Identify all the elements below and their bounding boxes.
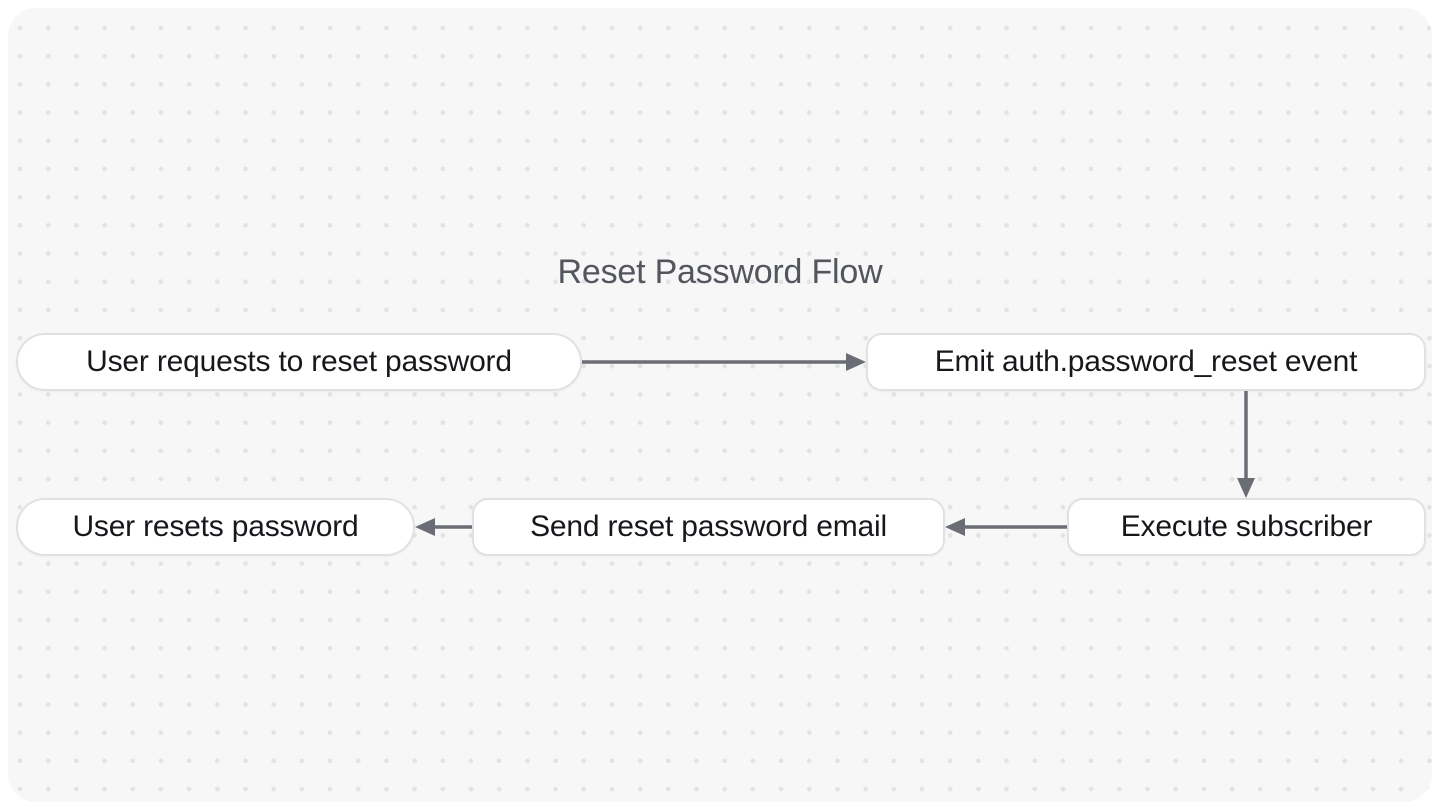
arrowhead-left-icon bbox=[415, 518, 435, 536]
node-send-reset-password-email[interactable]: Send reset password email bbox=[472, 498, 945, 556]
diagram-title: Reset Password Flow bbox=[557, 253, 883, 291]
edge-execute-subscriber-to-send-email bbox=[945, 518, 1067, 536]
edges-layer bbox=[415, 353, 1255, 536]
arrowhead-down-icon bbox=[1237, 478, 1255, 498]
arrowhead-left-icon bbox=[945, 518, 965, 536]
node-user-resets-password[interactable]: User resets password bbox=[16, 498, 415, 556]
diagram-canvas[interactable]: Reset Password Flow User requests to res… bbox=[8, 8, 1432, 802]
node-execute-subscriber[interactable]: Execute subscriber bbox=[1067, 498, 1426, 556]
edge-start-to-emit-event bbox=[582, 353, 866, 371]
node-emit-password-reset-event[interactable]: Emit auth.password_reset event bbox=[866, 333, 1426, 391]
arrowhead-right-icon bbox=[846, 353, 866, 371]
node-user-requests-reset-password[interactable]: User requests to reset password bbox=[16, 333, 582, 391]
edge-send-email-to-end bbox=[415, 518, 472, 536]
edge-emit-event-to-execute-subscriber bbox=[1237, 391, 1255, 498]
